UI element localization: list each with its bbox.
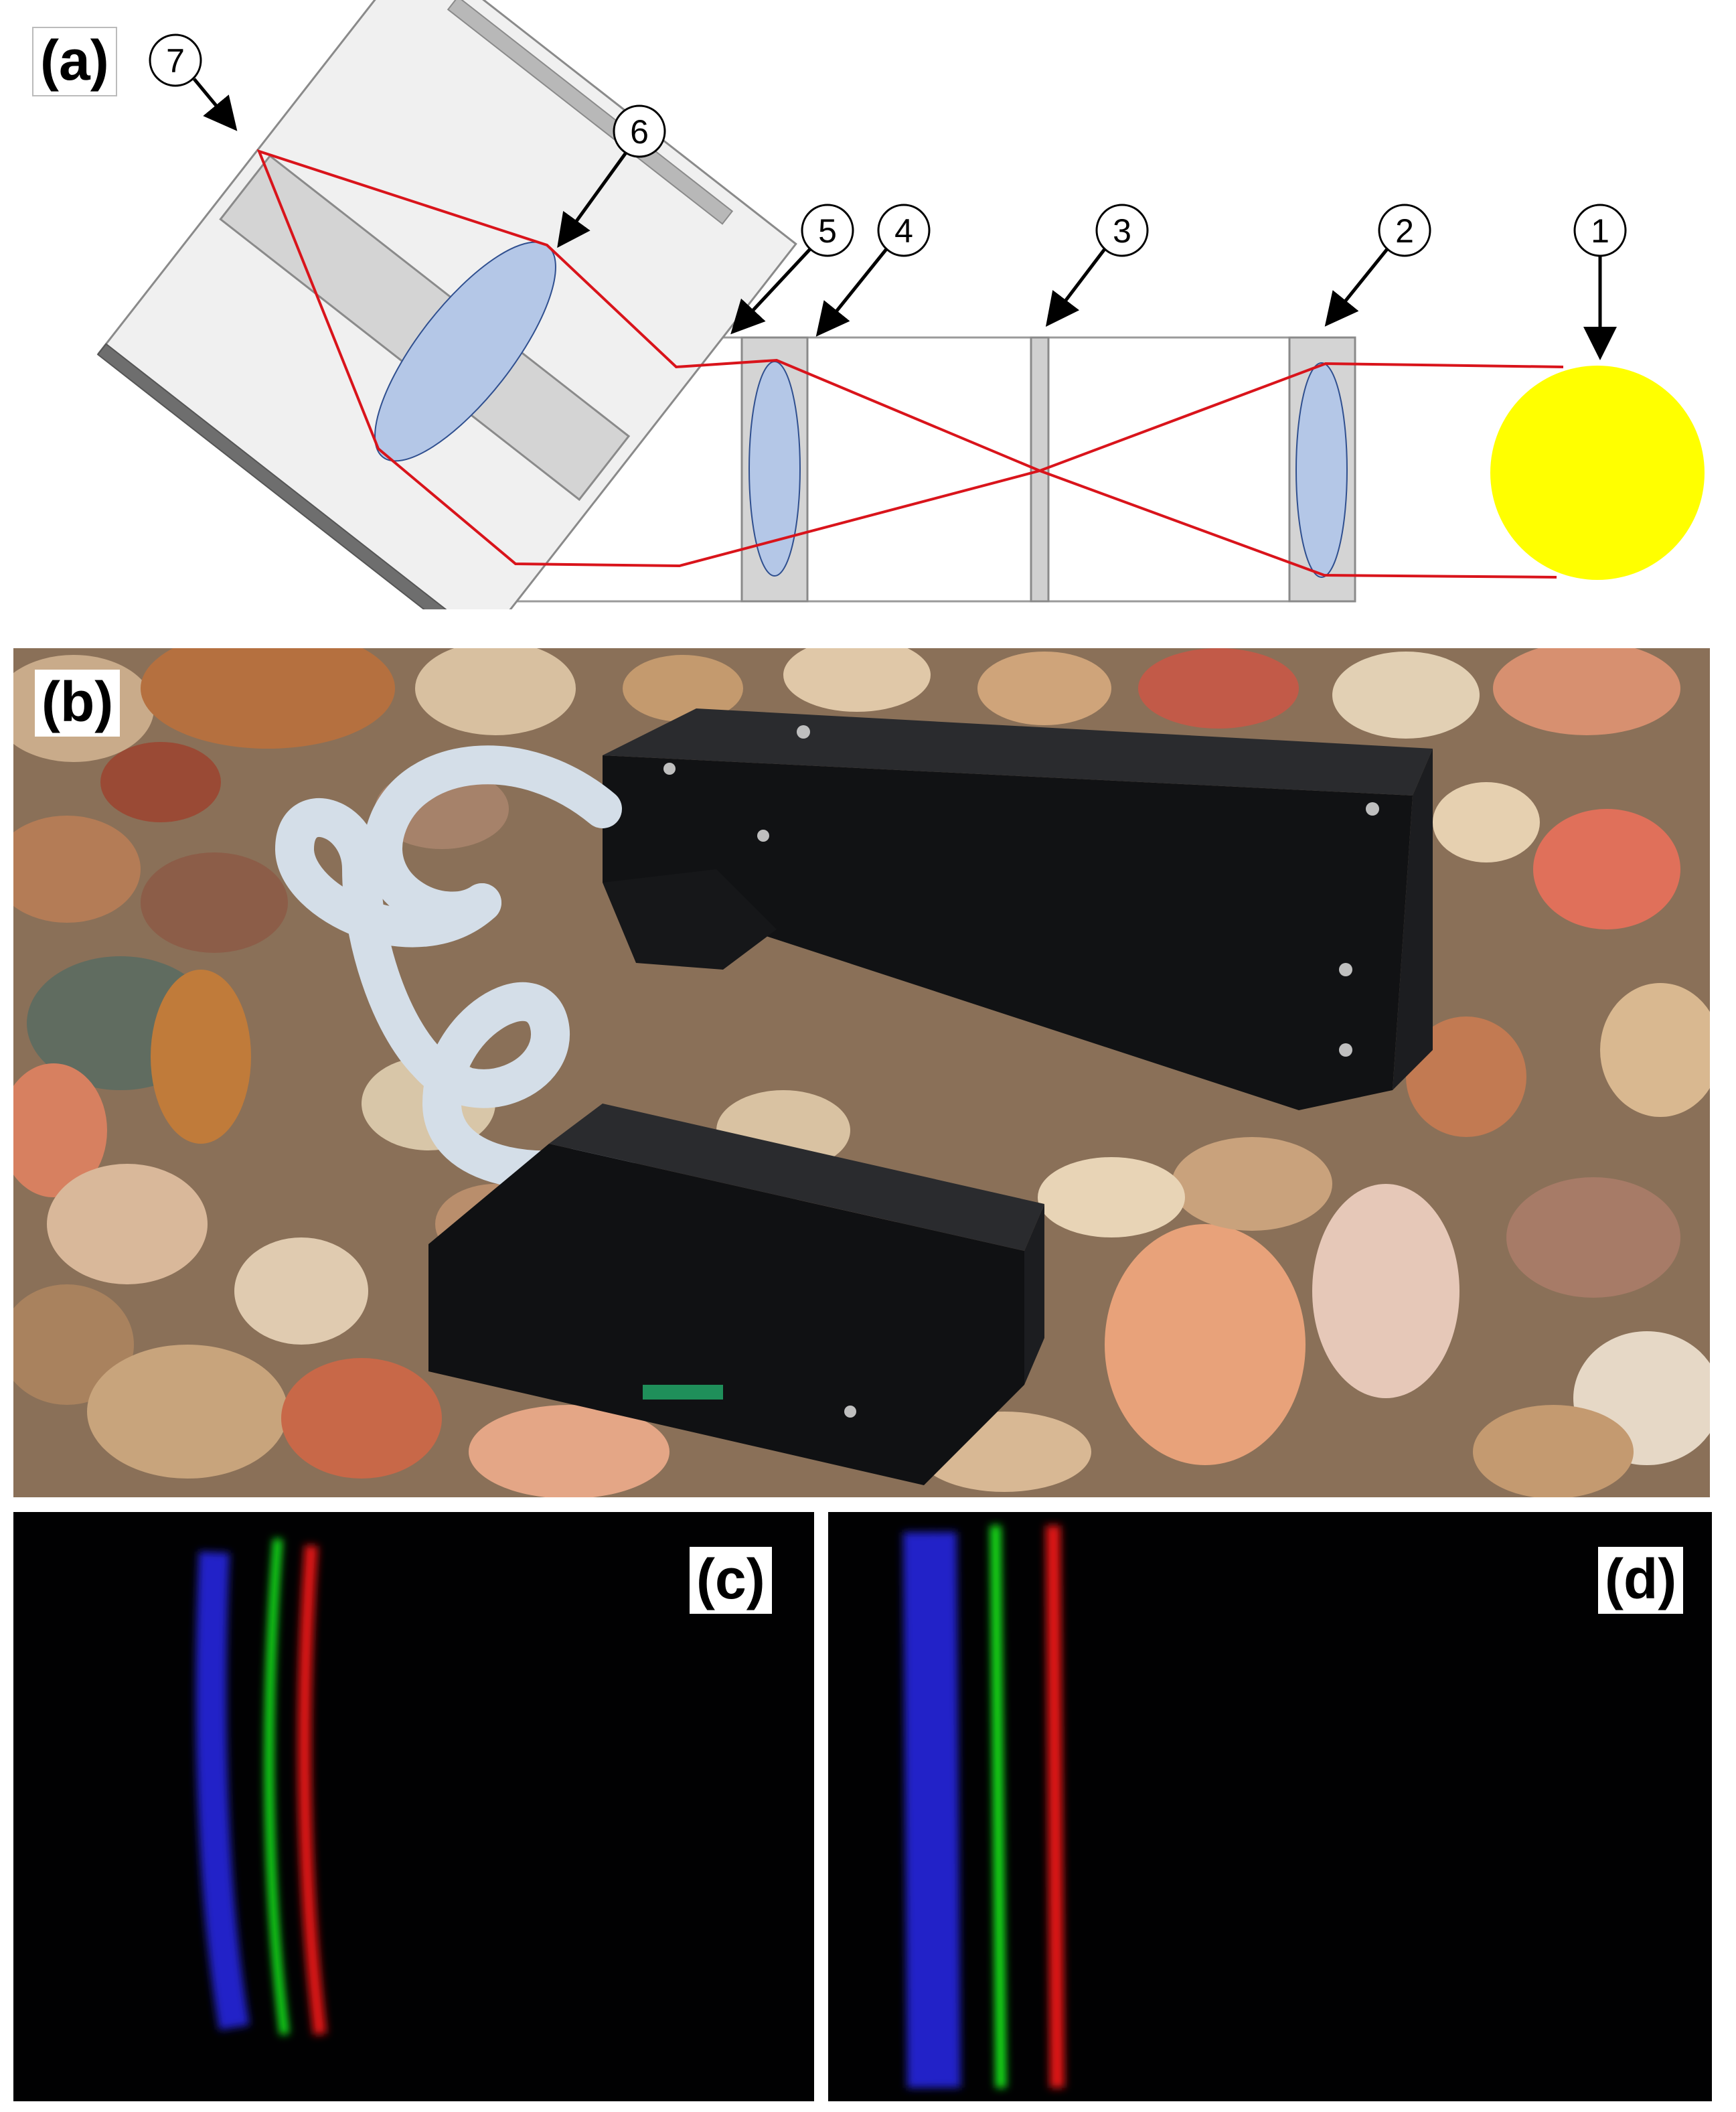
green-spectral-line <box>996 1525 1001 2088</box>
panel-label-b: (b) <box>35 670 120 737</box>
green-spectral-line <box>269 1539 285 2034</box>
device-photo-panel: (b) <box>13 648 1710 1497</box>
blue-spectral-line <box>211 1552 234 2028</box>
lens-icon <box>749 362 800 576</box>
panel-label-c: (c) <box>690 1547 772 1614</box>
panel-label-a: (a) <box>32 27 117 96</box>
callout-7: 7 <box>150 35 233 126</box>
device-photo-svg <box>13 648 1710 1497</box>
svg-text:1: 1 <box>1591 212 1609 250</box>
light-source-icon <box>1490 366 1705 580</box>
svg-text:4: 4 <box>894 212 913 250</box>
spectrum-panel-d: (d) <box>828 1512 1712 2101</box>
svg-text:2: 2 <box>1395 212 1414 250</box>
callout-3: 3 <box>1050 205 1148 321</box>
callout-1: 1 <box>1575 205 1626 354</box>
spectrum-svg-d <box>828 1512 1712 2101</box>
red-spectral-line <box>305 1545 320 2034</box>
svg-text:3: 3 <box>1113 212 1131 250</box>
optical-schematic-panel: 1 2 3 4 5 6 7 <box>0 0 1736 609</box>
svg-text:6: 6 <box>630 113 649 151</box>
lens-icon <box>1296 363 1347 577</box>
red-spectral-line <box>1053 1525 1057 2088</box>
optical-schematic-svg: 1 2 3 4 5 6 7 <box>0 0 1736 609</box>
blue-spectral-line <box>930 1532 934 2088</box>
svg-text:7: 7 <box>166 42 185 80</box>
panel-label-d: (d) <box>1598 1547 1683 1614</box>
callout-2: 2 <box>1329 205 1430 321</box>
spectrum-panel-c: (c) <box>13 1512 814 2101</box>
svg-text:5: 5 <box>818 212 837 250</box>
